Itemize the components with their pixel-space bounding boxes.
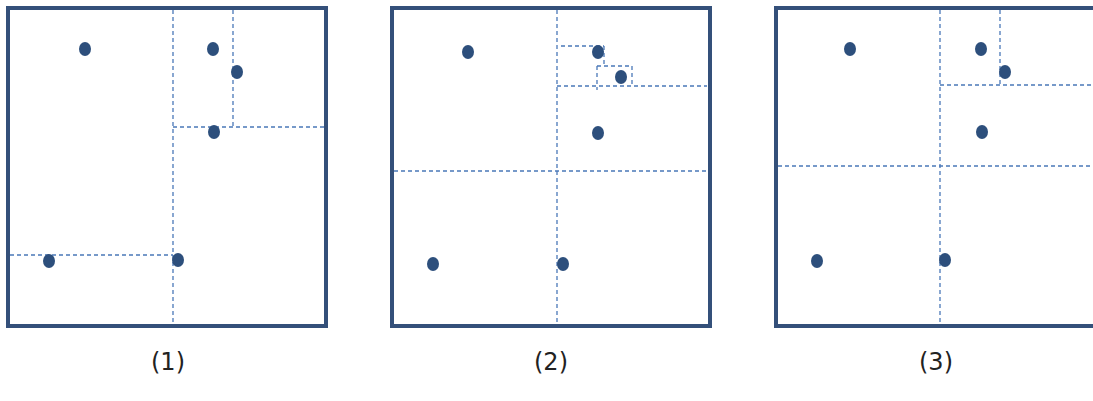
point <box>811 254 823 268</box>
split-line <box>394 170 709 171</box>
panel-label: (2) <box>534 348 568 376</box>
split-line <box>940 84 1093 85</box>
point <box>939 253 951 267</box>
panel-label: (1) <box>151 348 185 376</box>
point <box>462 45 474 59</box>
split-line <box>10 254 173 255</box>
split-line <box>939 10 940 324</box>
point <box>427 257 439 271</box>
point <box>615 70 627 84</box>
point <box>592 126 604 140</box>
point <box>976 125 988 139</box>
point <box>231 65 243 79</box>
panel-frame <box>8 8 326 326</box>
split-line <box>597 65 632 66</box>
points <box>43 42 1011 271</box>
panel-frame <box>776 8 1093 326</box>
point <box>43 254 55 268</box>
split-line <box>172 10 173 324</box>
split-line <box>557 85 707 86</box>
point <box>844 42 856 56</box>
point <box>592 45 604 59</box>
panel-frame <box>392 8 710 326</box>
split-line <box>596 66 597 90</box>
split-line <box>778 165 1093 166</box>
split-line <box>603 46 604 66</box>
split-line <box>556 10 557 324</box>
split-line <box>631 66 632 86</box>
panel-label: (3) <box>919 348 953 376</box>
point <box>208 125 220 139</box>
point <box>557 257 569 271</box>
point <box>999 65 1011 79</box>
point <box>975 42 987 56</box>
partition-lines <box>10 10 1093 324</box>
point <box>172 253 184 267</box>
point <box>207 42 219 56</box>
split-line <box>173 126 324 127</box>
point <box>79 42 91 56</box>
panel-frames <box>8 8 1093 326</box>
